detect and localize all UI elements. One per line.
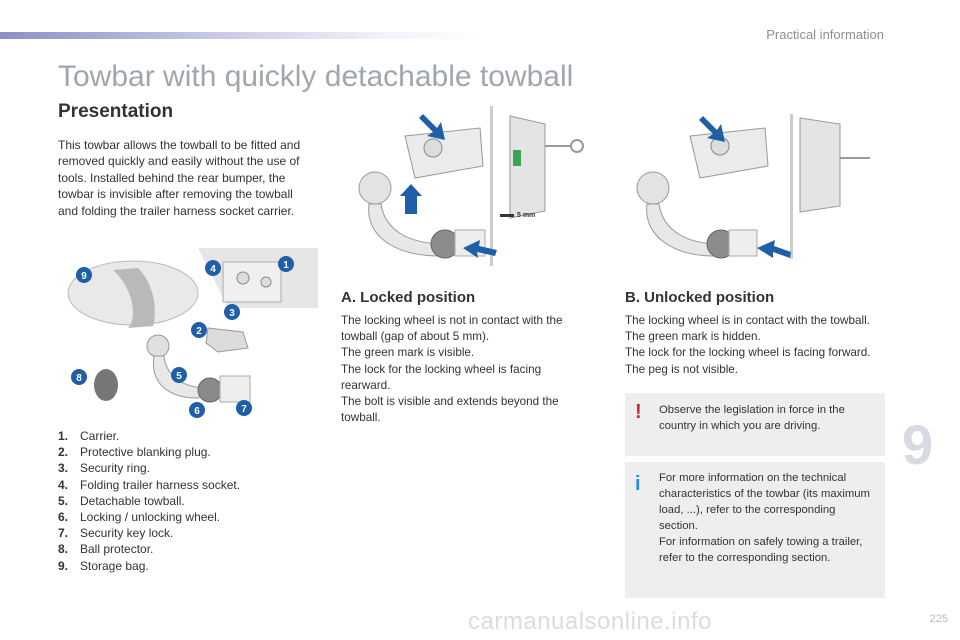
callout-6: 6	[189, 402, 205, 418]
towball-ball	[146, 334, 170, 358]
callout-7: 7	[236, 400, 252, 416]
locked-position-heading: A. Locked position	[341, 289, 476, 306]
svg-text:2: 2	[196, 326, 202, 337]
section-header: Practical information	[766, 27, 884, 42]
towbar-components-illustration: 9 4 1 3 2 5 8 6 7	[58, 248, 318, 423]
unlocked-position-text: The locking wheel is in contact with the…	[625, 314, 871, 376]
info-text: For more information on the technical ch…	[659, 472, 870, 564]
svg-text:9: 9	[81, 271, 87, 282]
arrow-icon	[757, 240, 791, 258]
arrow-icon	[699, 116, 725, 142]
locked-position-illustration: 5 mm	[358, 106, 584, 266]
watermark: carmanualsonline.info	[468, 608, 712, 635]
component-legend: 1.Carrier. 2.Protective blanking plug. 3…	[58, 428, 240, 574]
list-item: 6.Locking / unlocking wheel.	[58, 510, 221, 525]
warning-text: Observe the legislation in force in the …	[659, 404, 845, 432]
gap-label: 5 mm	[517, 212, 535, 219]
list-item: 9.Storage bag.	[58, 558, 149, 573]
arrow-icon	[419, 114, 445, 140]
locked-position-text: The locking wheel is not in contact with…	[341, 314, 563, 425]
callout-2: 2	[191, 322, 207, 338]
callout-5: 5	[171, 367, 187, 383]
list-item: 5.Detachable towball.	[58, 493, 185, 508]
arrow-icon	[400, 184, 422, 214]
info-icon: i	[635, 473, 641, 495]
svg-text:1: 1	[283, 260, 289, 271]
list-item: 2.Protective blanking plug.	[58, 445, 211, 460]
blanking-plug	[205, 327, 249, 353]
presentation-intro: This towbar allows the towball to be fit…	[58, 138, 301, 218]
unlocked-position-illustration	[636, 114, 870, 259]
chapter-number: 9	[902, 413, 934, 476]
list-item: 3.Security ring.	[58, 461, 151, 476]
svg-text:3: 3	[229, 308, 235, 319]
callout-8: 8	[71, 369, 87, 385]
svg-text:4: 4	[210, 264, 216, 275]
list-item: 7.Security key lock.	[58, 526, 174, 541]
list-item: 1.Carrier.	[58, 429, 120, 443]
warning-note: ! Observe the legislation in force in th…	[625, 393, 885, 456]
callout-4: 4	[205, 260, 221, 276]
arrow-icon	[463, 240, 497, 258]
presentation-heading: Presentation	[58, 101, 174, 122]
callout-1: 1	[278, 256, 294, 272]
page-title: Towbar with quickly detachable towball	[58, 60, 574, 93]
list-item: 8.Ball protector.	[58, 542, 154, 557]
svg-text:7: 7	[241, 404, 247, 415]
svg-text:8: 8	[76, 373, 82, 384]
callout-3: 3	[224, 304, 240, 320]
info-note: i For more information on the technical …	[625, 462, 885, 598]
top-accent-bar	[0, 32, 480, 39]
green-mark	[513, 150, 521, 166]
unlocked-position-heading: B. Unlocked position	[625, 289, 775, 306]
svg-text:5: 5	[176, 371, 182, 382]
list-item: 4.Folding trailer harness socket.	[58, 477, 241, 492]
warning-icon: !	[635, 401, 642, 423]
callout-9: 9	[76, 267, 92, 283]
carrier	[222, 261, 282, 303]
page-number: 225	[929, 613, 948, 625]
ball-protector	[94, 369, 118, 401]
svg-text:6: 6	[194, 406, 200, 417]
